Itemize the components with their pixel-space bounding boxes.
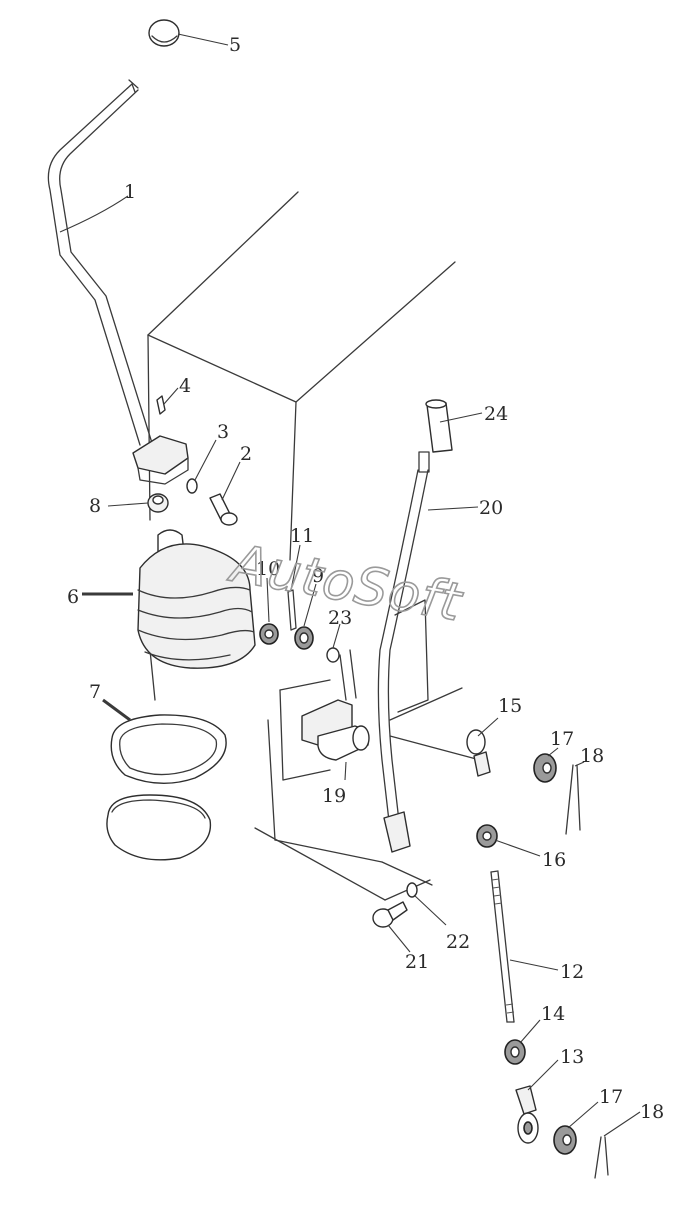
part-16-nut	[476, 824, 498, 848]
part-15-rod-end	[466, 729, 491, 777]
callout-3: 3	[217, 421, 229, 443]
part-23-ring	[326, 647, 340, 663]
callout-1: 1	[124, 181, 136, 203]
callout-22: 22	[446, 931, 470, 953]
part-18-cotter-pin-upper	[565, 764, 581, 835]
callout-15: 15	[498, 695, 522, 717]
part-19-pivot-bracket	[301, 649, 370, 761]
callout-21: 21	[405, 951, 429, 973]
callout-5: 5	[229, 34, 241, 56]
part-4-pin	[156, 395, 166, 415]
part-14-nut	[504, 1039, 526, 1065]
callout-13: 13	[560, 1046, 584, 1068]
callout-6: 6	[67, 586, 79, 608]
callout-17-lower: 17	[599, 1086, 623, 1108]
part-17-castle-nut-upper	[533, 753, 557, 783]
callout-16: 16	[542, 849, 566, 871]
callout-18-lower: 18	[640, 1101, 664, 1123]
part-13-rod-end	[515, 1085, 539, 1144]
callout-4: 4	[179, 375, 191, 397]
callout-labels: 5 1 4 3 2 8 11 10 9 23 6 7 24 20 15 17 1…	[67, 34, 664, 1123]
part-12-threaded-rod	[490, 870, 515, 1023]
part-2-bolt	[209, 493, 238, 526]
part-22-washer	[406, 882, 418, 898]
part-20-selector-rod	[377, 451, 430, 853]
part-3-washer	[186, 478, 198, 494]
callout-23: 23	[328, 607, 352, 629]
callout-11: 11	[290, 525, 314, 547]
callout-2: 2	[240, 443, 252, 465]
part-9-washer	[294, 626, 314, 650]
part-1-shift-lever	[47, 79, 189, 485]
callout-19: 19	[322, 785, 346, 807]
part-6-rubber-boot	[137, 529, 256, 669]
part-8-bushing	[147, 493, 169, 513]
part-11-stud	[287, 589, 297, 631]
callout-7: 7	[89, 681, 101, 703]
callout-12: 12	[560, 961, 584, 983]
leader-lines	[59, 33, 641, 1137]
callout-10: 10	[256, 558, 280, 580]
callout-24: 24	[484, 403, 508, 425]
callout-14: 14	[541, 1003, 565, 1025]
housing-outline	[147, 191, 481, 901]
part-10-nut	[259, 623, 279, 645]
callout-8: 8	[89, 495, 101, 517]
part-7-clamp-rings	[106, 714, 227, 861]
part-18-cotter-pin-lower	[594, 1136, 609, 1179]
callout-9: 9	[312, 565, 324, 587]
callout-18-upper: 18	[580, 745, 604, 767]
part-17-castle-nut-lower	[553, 1125, 577, 1155]
part-21-bolt	[372, 901, 408, 928]
part-24-sleeve	[425, 399, 453, 453]
callout-20: 20	[479, 497, 503, 519]
part-5-knob	[148, 19, 180, 47]
callout-17-upper: 17	[550, 728, 574, 750]
